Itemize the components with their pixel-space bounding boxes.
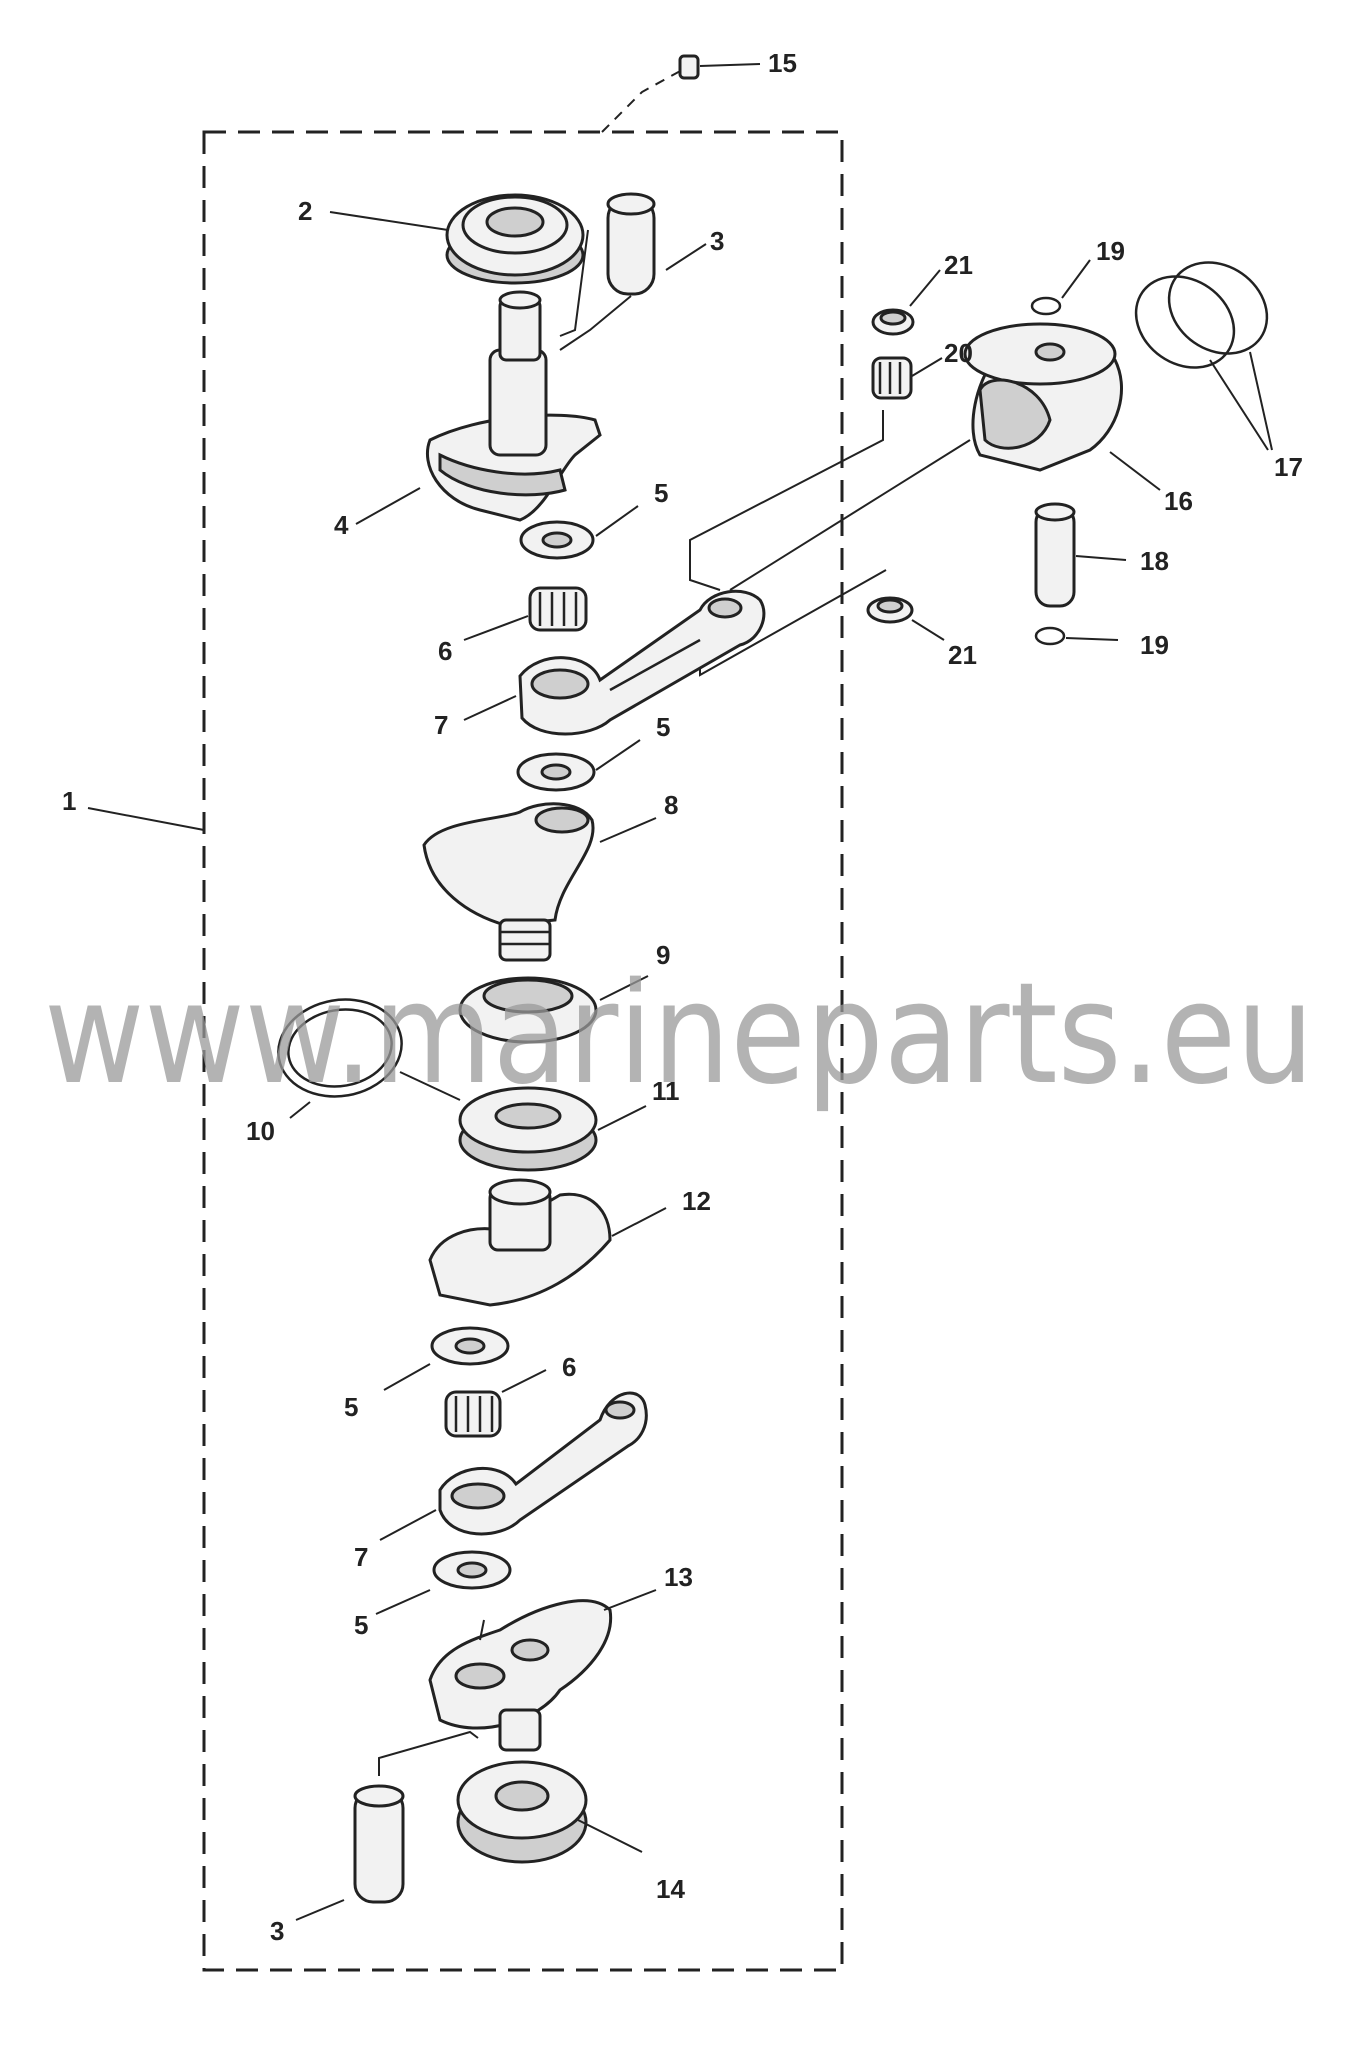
part-9-bearing <box>458 976 598 1044</box>
callout-19-lower: 19 <box>1140 630 1169 660</box>
part-13-lower-crank <box>428 1599 613 1752</box>
part-17-piston-rings <box>1134 261 1269 369</box>
part-4-upper-crank <box>425 290 602 522</box>
watermark: www.marineparts.eu <box>44 953 1314 1116</box>
callout-5-upper: 5 <box>654 478 668 508</box>
part-19-lower-circlip <box>1034 626 1066 646</box>
callout-18: 18 <box>1140 546 1169 576</box>
callout-8: 8 <box>664 790 678 820</box>
part-12-crank-web <box>428 1178 612 1307</box>
callout-12: 12 <box>682 1186 711 1216</box>
callout-20: 20 <box>944 338 973 368</box>
callout-11: 11 <box>652 1076 680 1106</box>
part-3-lower-pin <box>353 1784 405 1904</box>
part-19-upper-circlip <box>1030 296 1062 316</box>
part-20-needle-bearing <box>871 356 913 400</box>
callout-5-mid: 5 <box>656 712 670 742</box>
callout-9: 9 <box>656 940 670 970</box>
part-14-bottom-bearing <box>456 1760 588 1864</box>
callout-21-lower: 21 <box>948 640 977 670</box>
callout-21-upper: 21 <box>944 250 973 280</box>
part-11-bearing <box>458 1086 598 1172</box>
callout-7-upper: 7 <box>434 710 448 740</box>
callout-3-lower: 3 <box>270 1916 284 1946</box>
part-7-connecting-rod-upper <box>518 589 766 736</box>
part-6-needle-bearing-lower <box>444 1390 502 1438</box>
part-15-pin <box>678 54 700 80</box>
part-21-lower-bearing <box>866 596 914 624</box>
callout-7-lower: 7 <box>354 1542 368 1572</box>
callout-13: 13 <box>664 1562 693 1592</box>
callout-17: 17 <box>1274 452 1303 482</box>
part-18-piston-pin <box>1034 502 1076 608</box>
part-16-piston <box>963 322 1123 472</box>
callout-5-lower-1: 5 <box>344 1392 358 1422</box>
part-3-upper-pin <box>606 192 656 296</box>
callout-3-upper: 3 <box>710 226 724 256</box>
callout-14: 14 <box>656 1874 685 1904</box>
callout-15: 15 <box>768 48 797 78</box>
callout-6-upper: 6 <box>438 636 452 666</box>
callout-4: 4 <box>334 510 349 540</box>
callout-16: 16 <box>1164 486 1193 516</box>
part-5-washer-lower-1 <box>430 1326 510 1366</box>
part-7-connecting-rod-lower <box>438 1391 648 1536</box>
callout-2: 2 <box>298 196 312 226</box>
callout-10: 10 <box>246 1116 275 1146</box>
part-2-top-bearing <box>445 193 585 285</box>
part-8-crank-web <box>422 802 595 962</box>
part-10-ring <box>277 998 403 1098</box>
callout-6-lower: 6 <box>562 1352 576 1382</box>
part-21-upper-bearing <box>871 308 915 336</box>
part-5-washer-lower-2 <box>432 1550 512 1590</box>
callout-19-upper: 19 <box>1096 236 1125 266</box>
part-6-needle-bearing-upper <box>528 586 588 632</box>
part-5-washer-mid <box>516 752 596 792</box>
part-5-washer-upper <box>519 520 595 560</box>
callout-1: 1 <box>62 786 76 816</box>
assembly-frame <box>202 130 844 1972</box>
callout-5-lower-2: 5 <box>354 1610 368 1640</box>
